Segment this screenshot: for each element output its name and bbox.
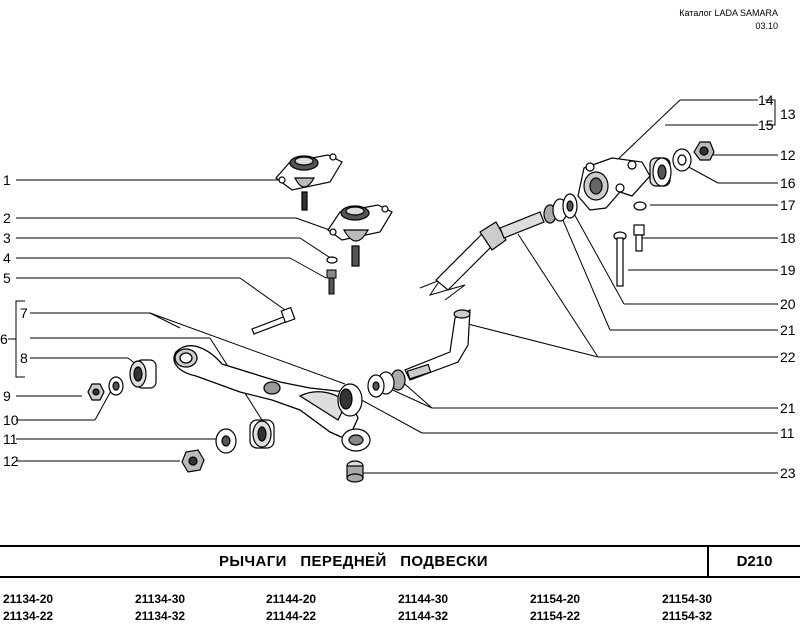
arm-eye <box>341 428 371 452</box>
bolt-5 <box>251 306 296 335</box>
washer-10 <box>108 376 124 396</box>
callout-20: 20 <box>780 296 796 312</box>
model-code: 21134-20 <box>3 592 54 606</box>
bolt-18 <box>633 224 645 252</box>
nut-12 <box>181 449 205 473</box>
title-divider <box>707 547 709 576</box>
model-code: 21154-32 <box>662 609 713 623</box>
model-code: 21134-22 <box>3 609 54 623</box>
page-number: 03.10 <box>755 21 778 31</box>
model-code: 21144-32 <box>398 609 449 623</box>
callout-8: 8 <box>20 350 28 366</box>
ball-joint-upper <box>275 153 343 211</box>
callout-13: 13 <box>780 106 796 122</box>
callout-5: 5 <box>3 270 11 286</box>
leader-lines <box>8 99 778 474</box>
callout-11-right: 11 <box>780 425 795 441</box>
bushing-8 <box>129 359 157 389</box>
washer-spacer-21 <box>367 369 406 398</box>
callout-3: 3 <box>3 230 11 246</box>
nut-9 <box>87 383 105 401</box>
model-code: 21144-22 <box>266 609 317 623</box>
bolt-4 <box>326 269 337 295</box>
callout-19: 19 <box>780 262 796 278</box>
nut-23 <box>346 460 364 483</box>
model-code: 21154-20 <box>530 592 581 606</box>
ball-joint-lower <box>327 204 393 267</box>
page-title: РЫЧАГИ ПЕРЕДНЕЙ ПОДВЕСКИ <box>219 553 488 570</box>
washers-right <box>543 193 578 224</box>
arm-bushing-front <box>337 383 363 417</box>
callout-17: 17 <box>780 197 796 213</box>
callout-2: 2 <box>3 210 11 226</box>
suspension-exploded-diagram: 1 2 3 4 5 6 7 8 9 10 11 12 14 13 15 12 1… <box>0 92 796 483</box>
callout-6: 6 <box>0 331 8 347</box>
callout-21-upper: 21 <box>780 322 796 338</box>
callout-18: 18 <box>780 230 796 246</box>
section-code: D210 <box>736 553 773 570</box>
callout-4: 4 <box>3 250 11 266</box>
callout-9: 9 <box>3 388 11 404</box>
lower-control-arm <box>173 345 359 441</box>
strut-rod-upper <box>435 211 545 291</box>
washer-16 <box>672 148 692 172</box>
bushing-16 <box>649 157 672 187</box>
washer-3 <box>326 256 338 264</box>
bolt-19 <box>613 231 627 287</box>
model-code: 21154-30 <box>662 592 713 606</box>
model-code: 21154-22 <box>530 609 581 623</box>
callout-21-lower: 21 <box>780 400 796 416</box>
catalog-label: Каталог LADA SAMARA <box>679 8 778 18</box>
callout-12-right: 12 <box>780 147 796 163</box>
model-code: 21134-32 <box>135 609 186 623</box>
callout-11-left: 11 <box>3 431 18 447</box>
model-code: 21144-20 <box>266 592 317 606</box>
callout-22: 22 <box>780 349 796 365</box>
callout-16: 16 <box>780 175 796 191</box>
callout-10: 10 <box>3 412 19 428</box>
callout-14: 14 <box>758 92 774 108</box>
break-mark <box>419 278 466 301</box>
strut-bracket <box>577 157 651 211</box>
callout-12-left: 12 <box>3 453 19 469</box>
strut-rod <box>404 308 471 381</box>
bushing-rear <box>249 419 275 449</box>
callout-15: 15 <box>758 117 774 133</box>
title-bar: РЫЧАГИ ПЕРЕДНЕЙ ПОДВЕСКИ D210 <box>0 545 800 578</box>
washer-11 <box>215 428 237 454</box>
model-code: 21134-30 <box>135 592 186 606</box>
model-code: 21144-30 <box>398 592 449 606</box>
washer-17 <box>633 201 647 211</box>
callout-23: 23 <box>780 465 796 481</box>
nut-12-right <box>693 141 715 161</box>
callout-1: 1 <box>3 172 11 188</box>
callout-7: 7 <box>20 305 28 321</box>
